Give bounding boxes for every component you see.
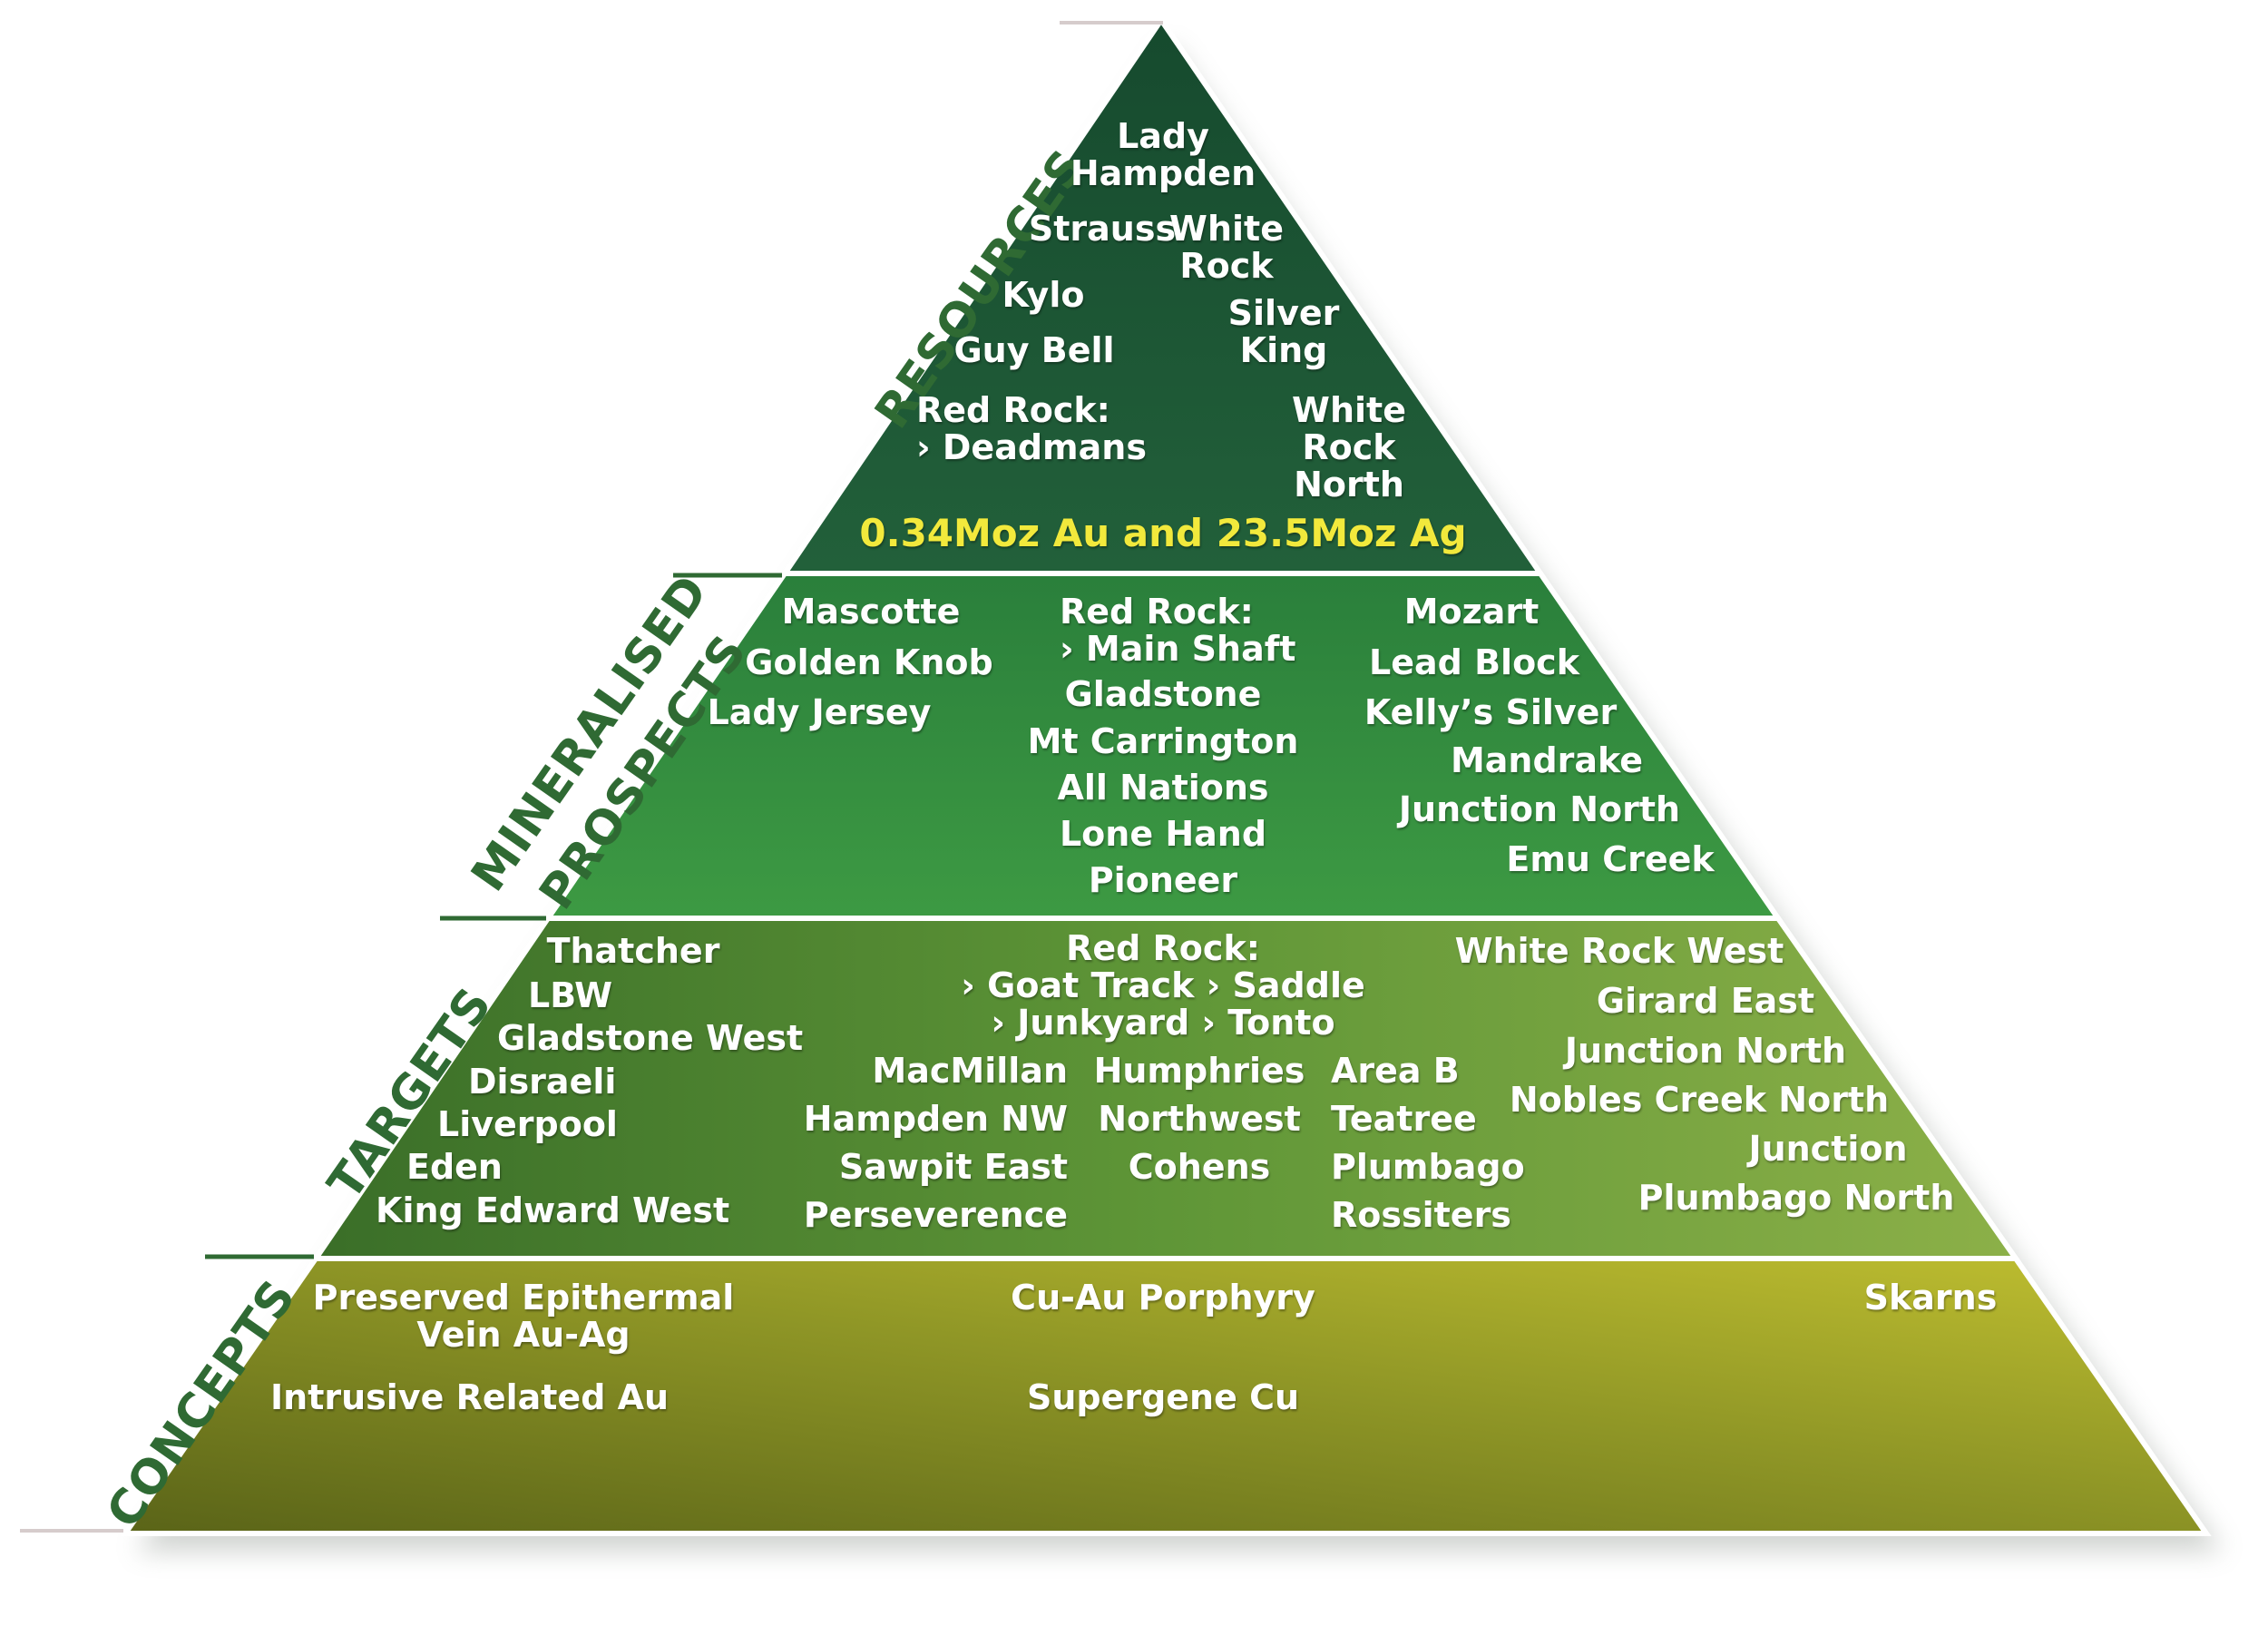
resource-guy-bell: Guy Bell	[953, 330, 1115, 370]
target-lbw: LBW	[528, 975, 613, 1015]
target-area-b: Area B	[1331, 1051, 1460, 1091]
target-teatree: Teatree	[1331, 1099, 1477, 1139]
target-cohens: Cohens	[1128, 1147, 1271, 1187]
target-northwest: Northwest	[1098, 1099, 1301, 1139]
resource-lady-hampden: Lady Hampden	[1070, 116, 1256, 193]
target-macmillan: MacMillan	[872, 1051, 1068, 1091]
resource-silver-king: Silver King	[1227, 293, 1340, 370]
concept-cu-au-porphyry: Cu-Au Porphyry	[1011, 1278, 1315, 1317]
tier-concepts-shape	[120, 1256, 2212, 1536]
prospect-mt-carrington: Mt Carrington	[1027, 721, 1299, 761]
target-liverpool: Liverpool	[437, 1104, 618, 1144]
prospect-lead-block: Lead Block	[1369, 642, 1579, 682]
resource-strauss: Strauss	[1028, 209, 1177, 249]
prospect-lady-jersey: Lady Jersey	[707, 692, 932, 732]
target-rossiters: Rossiters	[1331, 1195, 1511, 1235]
resources-summary: 0.34Moz Au and 23.5Moz Ag	[859, 511, 1467, 555]
prospect-mascotte: Mascotte	[781, 592, 961, 632]
target-thatcher: Thatcher	[546, 931, 720, 971]
target-perseverence: Perseverence	[803, 1195, 1068, 1235]
prospect-golden-knob: Golden Knob	[745, 642, 993, 682]
resource-kylo: Kylo	[1002, 275, 1085, 315]
resource-white-rock: White Rock	[1169, 209, 1284, 286]
target-disraeli: Disraeli	[468, 1062, 617, 1102]
target-eden: Eden	[406, 1147, 503, 1187]
prospect-emu-creek: Emu Creek	[1506, 839, 1715, 879]
prospect-pioneer: Pioneer	[1088, 860, 1238, 900]
resource-white-rock-north: White Rock North	[1292, 390, 1406, 504]
target-plumbago: Plumbago	[1331, 1147, 1525, 1187]
concept-skarns: Skarns	[1863, 1278, 1998, 1317]
target-nobles-creek-north: Nobles Creek North	[1509, 1080, 1890, 1120]
target-hampden-nw: Hampden NW	[803, 1099, 1068, 1139]
prospect-mandrake: Mandrake	[1450, 740, 1644, 780]
target-junction-north: Junction North	[1564, 1031, 1847, 1071]
tier-resources-shape	[779, 15, 1546, 576]
target-red-rock-group: Red Rock: › Goat Track › Saddle › Junkya…	[961, 928, 1365, 1043]
prospect-mozart: Mozart	[1403, 592, 1540, 632]
target-plumbago-north: Plumbago North	[1637, 1178, 1955, 1218]
target-gladstone-west: Gladstone West	[497, 1018, 804, 1058]
prospect-gladstone: Gladstone	[1064, 674, 1262, 714]
prospect-lone-hand: Lone Hand	[1059, 814, 1267, 854]
target-humphries: Humphries	[1093, 1051, 1305, 1091]
concept-preserved-epithermal: Preserved Epithermal Vein Au-Ag	[312, 1278, 735, 1355]
prospect-junction-north: Junction North	[1398, 789, 1681, 829]
resource-red-rock-deadmans: Red Rock: › Deadmans	[916, 390, 1147, 467]
prospect-all-nations: All Nations	[1057, 768, 1269, 808]
target-girard-east: Girard East	[1596, 981, 1815, 1021]
concept-intrusive-related-au: Intrusive Related Au	[270, 1377, 670, 1417]
target-sawpit-east: Sawpit East	[838, 1147, 1068, 1187]
prospect-red-rock-main-shaft: Red Rock: › Main Shaft	[1060, 592, 1296, 669]
target-junction: Junction	[1748, 1129, 1908, 1169]
target-king-edward-west: King Edward West	[376, 1190, 730, 1230]
prospect-kellys-silver: Kelly’s Silver	[1364, 692, 1618, 732]
target-white-rock-west: White Rock West	[1454, 931, 1784, 971]
concept-supergene-cu: Supergene Cu	[1026, 1377, 1300, 1417]
